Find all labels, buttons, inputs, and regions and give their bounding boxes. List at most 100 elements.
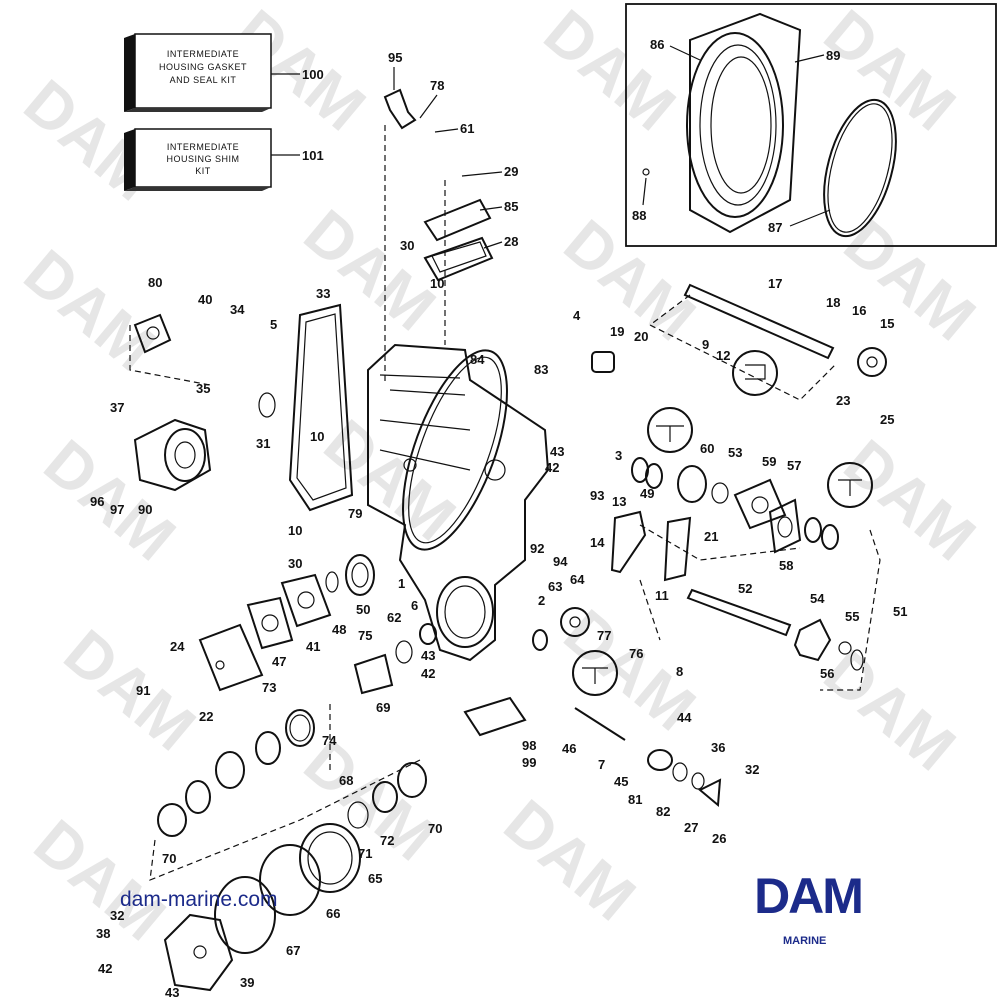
callout-25: 25 xyxy=(880,412,894,427)
callout-74: 74 xyxy=(322,733,337,748)
callout-80: 80 xyxy=(148,275,162,290)
callout-89: 89 xyxy=(826,48,840,63)
callout-75: 75 xyxy=(358,628,372,643)
callout-57: 57 xyxy=(787,458,801,473)
callout-42: 42 xyxy=(98,961,112,976)
brand-subtitle: MARINE xyxy=(783,935,827,947)
callout-49: 49 xyxy=(640,486,654,501)
callout-84: 84 xyxy=(470,352,485,367)
callout-36: 36 xyxy=(711,740,725,755)
callout-70: 70 xyxy=(428,821,442,836)
callout-76: 76 xyxy=(629,646,643,661)
callout-63: 63 xyxy=(548,579,562,594)
callout-1: 1 xyxy=(398,576,405,591)
kit-label-line: INTERMEDIATE xyxy=(167,49,239,59)
watermark: DAM xyxy=(531,0,689,144)
callout-54: 54 xyxy=(810,591,825,606)
callout-82: 82 xyxy=(656,804,670,819)
callout-40: 40 xyxy=(198,292,212,307)
callout-67: 67 xyxy=(286,943,300,958)
callout-31: 31 xyxy=(256,436,270,451)
callout-93: 93 xyxy=(590,488,604,503)
callout-8: 8 xyxy=(676,664,683,679)
callout-16: 16 xyxy=(852,303,866,318)
callout-12: 12 xyxy=(716,348,730,363)
callout-52: 52 xyxy=(738,581,752,596)
watermark: DAM xyxy=(811,636,969,785)
callout-41: 41 xyxy=(306,639,320,654)
callout-44: 44 xyxy=(677,710,692,725)
gasket-seal-kit-box: INTERMEDIATE HOUSING GASKET AND SEAL KIT… xyxy=(124,33,324,112)
callout-27: 27 xyxy=(684,820,698,835)
callout-labels: 95 78 61 29 85 28 30 10 80 40 34 5 33 35… xyxy=(90,50,907,1000)
callout-19: 19 xyxy=(610,324,624,339)
kit-number: 101 xyxy=(302,148,324,163)
callout-78: 78 xyxy=(430,78,444,93)
callout-72: 72 xyxy=(380,833,394,848)
callout-42: 42 xyxy=(545,460,559,475)
website-link[interactable]: dam-marine.com xyxy=(120,888,278,911)
callout-18: 18 xyxy=(826,295,840,310)
parts xyxy=(133,88,887,992)
callout-28: 28 xyxy=(504,234,518,249)
callout-73: 73 xyxy=(262,680,276,695)
callout-21: 21 xyxy=(704,529,718,544)
callout-61: 61 xyxy=(460,121,474,136)
callout-65: 65 xyxy=(368,871,382,886)
callout-6: 6 xyxy=(411,598,418,613)
kit-label-line: HOUSING GASKET xyxy=(159,62,247,72)
callout-46: 46 xyxy=(562,741,576,756)
callout-43: 43 xyxy=(550,444,564,459)
callout-22: 22 xyxy=(199,709,213,724)
callout-83: 83 xyxy=(534,362,548,377)
callout-23: 23 xyxy=(836,393,850,408)
callout-99: 99 xyxy=(522,755,536,770)
callout-64: 64 xyxy=(570,572,585,587)
callout-43: 43 xyxy=(421,648,435,663)
callout-32: 32 xyxy=(110,908,124,923)
callout-30: 30 xyxy=(288,556,302,571)
callout-2: 2 xyxy=(538,593,545,608)
callout-13: 13 xyxy=(612,494,626,509)
callout-97: 97 xyxy=(110,502,124,517)
callout-29: 29 xyxy=(504,164,518,179)
callout-26: 26 xyxy=(712,831,726,846)
inset-panel: 86 89 88 87 xyxy=(625,3,997,247)
callout-35: 35 xyxy=(196,381,210,396)
callout-53: 53 xyxy=(728,445,742,460)
callout-50: 50 xyxy=(356,602,370,617)
callout-91: 91 xyxy=(136,683,150,698)
watermark: DAM xyxy=(831,426,989,575)
callout-45: 45 xyxy=(614,774,628,789)
watermark: DAM xyxy=(491,786,649,935)
callout-7: 7 xyxy=(598,757,605,772)
callout-5: 5 xyxy=(270,317,277,332)
callout-38: 38 xyxy=(96,926,110,941)
callout-71: 71 xyxy=(358,846,372,861)
callout-34: 34 xyxy=(230,302,245,317)
callout-60: 60 xyxy=(700,441,714,456)
shim-kit-box: INTERMEDIATE HOUSING SHIM KIT 101 xyxy=(124,128,324,191)
callout-88: 88 xyxy=(632,208,646,223)
kit-label-line: AND SEAL KIT xyxy=(170,75,237,85)
callout-11: 11 xyxy=(655,588,669,603)
callout-10: 10 xyxy=(310,429,324,444)
callout-79: 79 xyxy=(348,506,362,521)
dam-logo: DAM xyxy=(754,868,864,924)
watermark: DAM xyxy=(831,206,989,355)
callout-94: 94 xyxy=(553,554,568,569)
callout-3: 3 xyxy=(615,448,622,463)
callout-10: 10 xyxy=(288,523,302,538)
callout-95: 95 xyxy=(388,50,402,65)
intermediate-housing xyxy=(367,343,550,662)
callout-87: 87 xyxy=(768,220,782,235)
callout-77: 77 xyxy=(597,628,611,643)
callout-9: 9 xyxy=(702,337,709,352)
callout-85: 85 xyxy=(504,199,518,214)
watermark: DAM xyxy=(11,236,169,385)
callout-98: 98 xyxy=(522,738,536,753)
callout-30: 30 xyxy=(400,238,414,253)
callout-96: 96 xyxy=(90,494,104,509)
callout-14: 14 xyxy=(590,535,605,550)
